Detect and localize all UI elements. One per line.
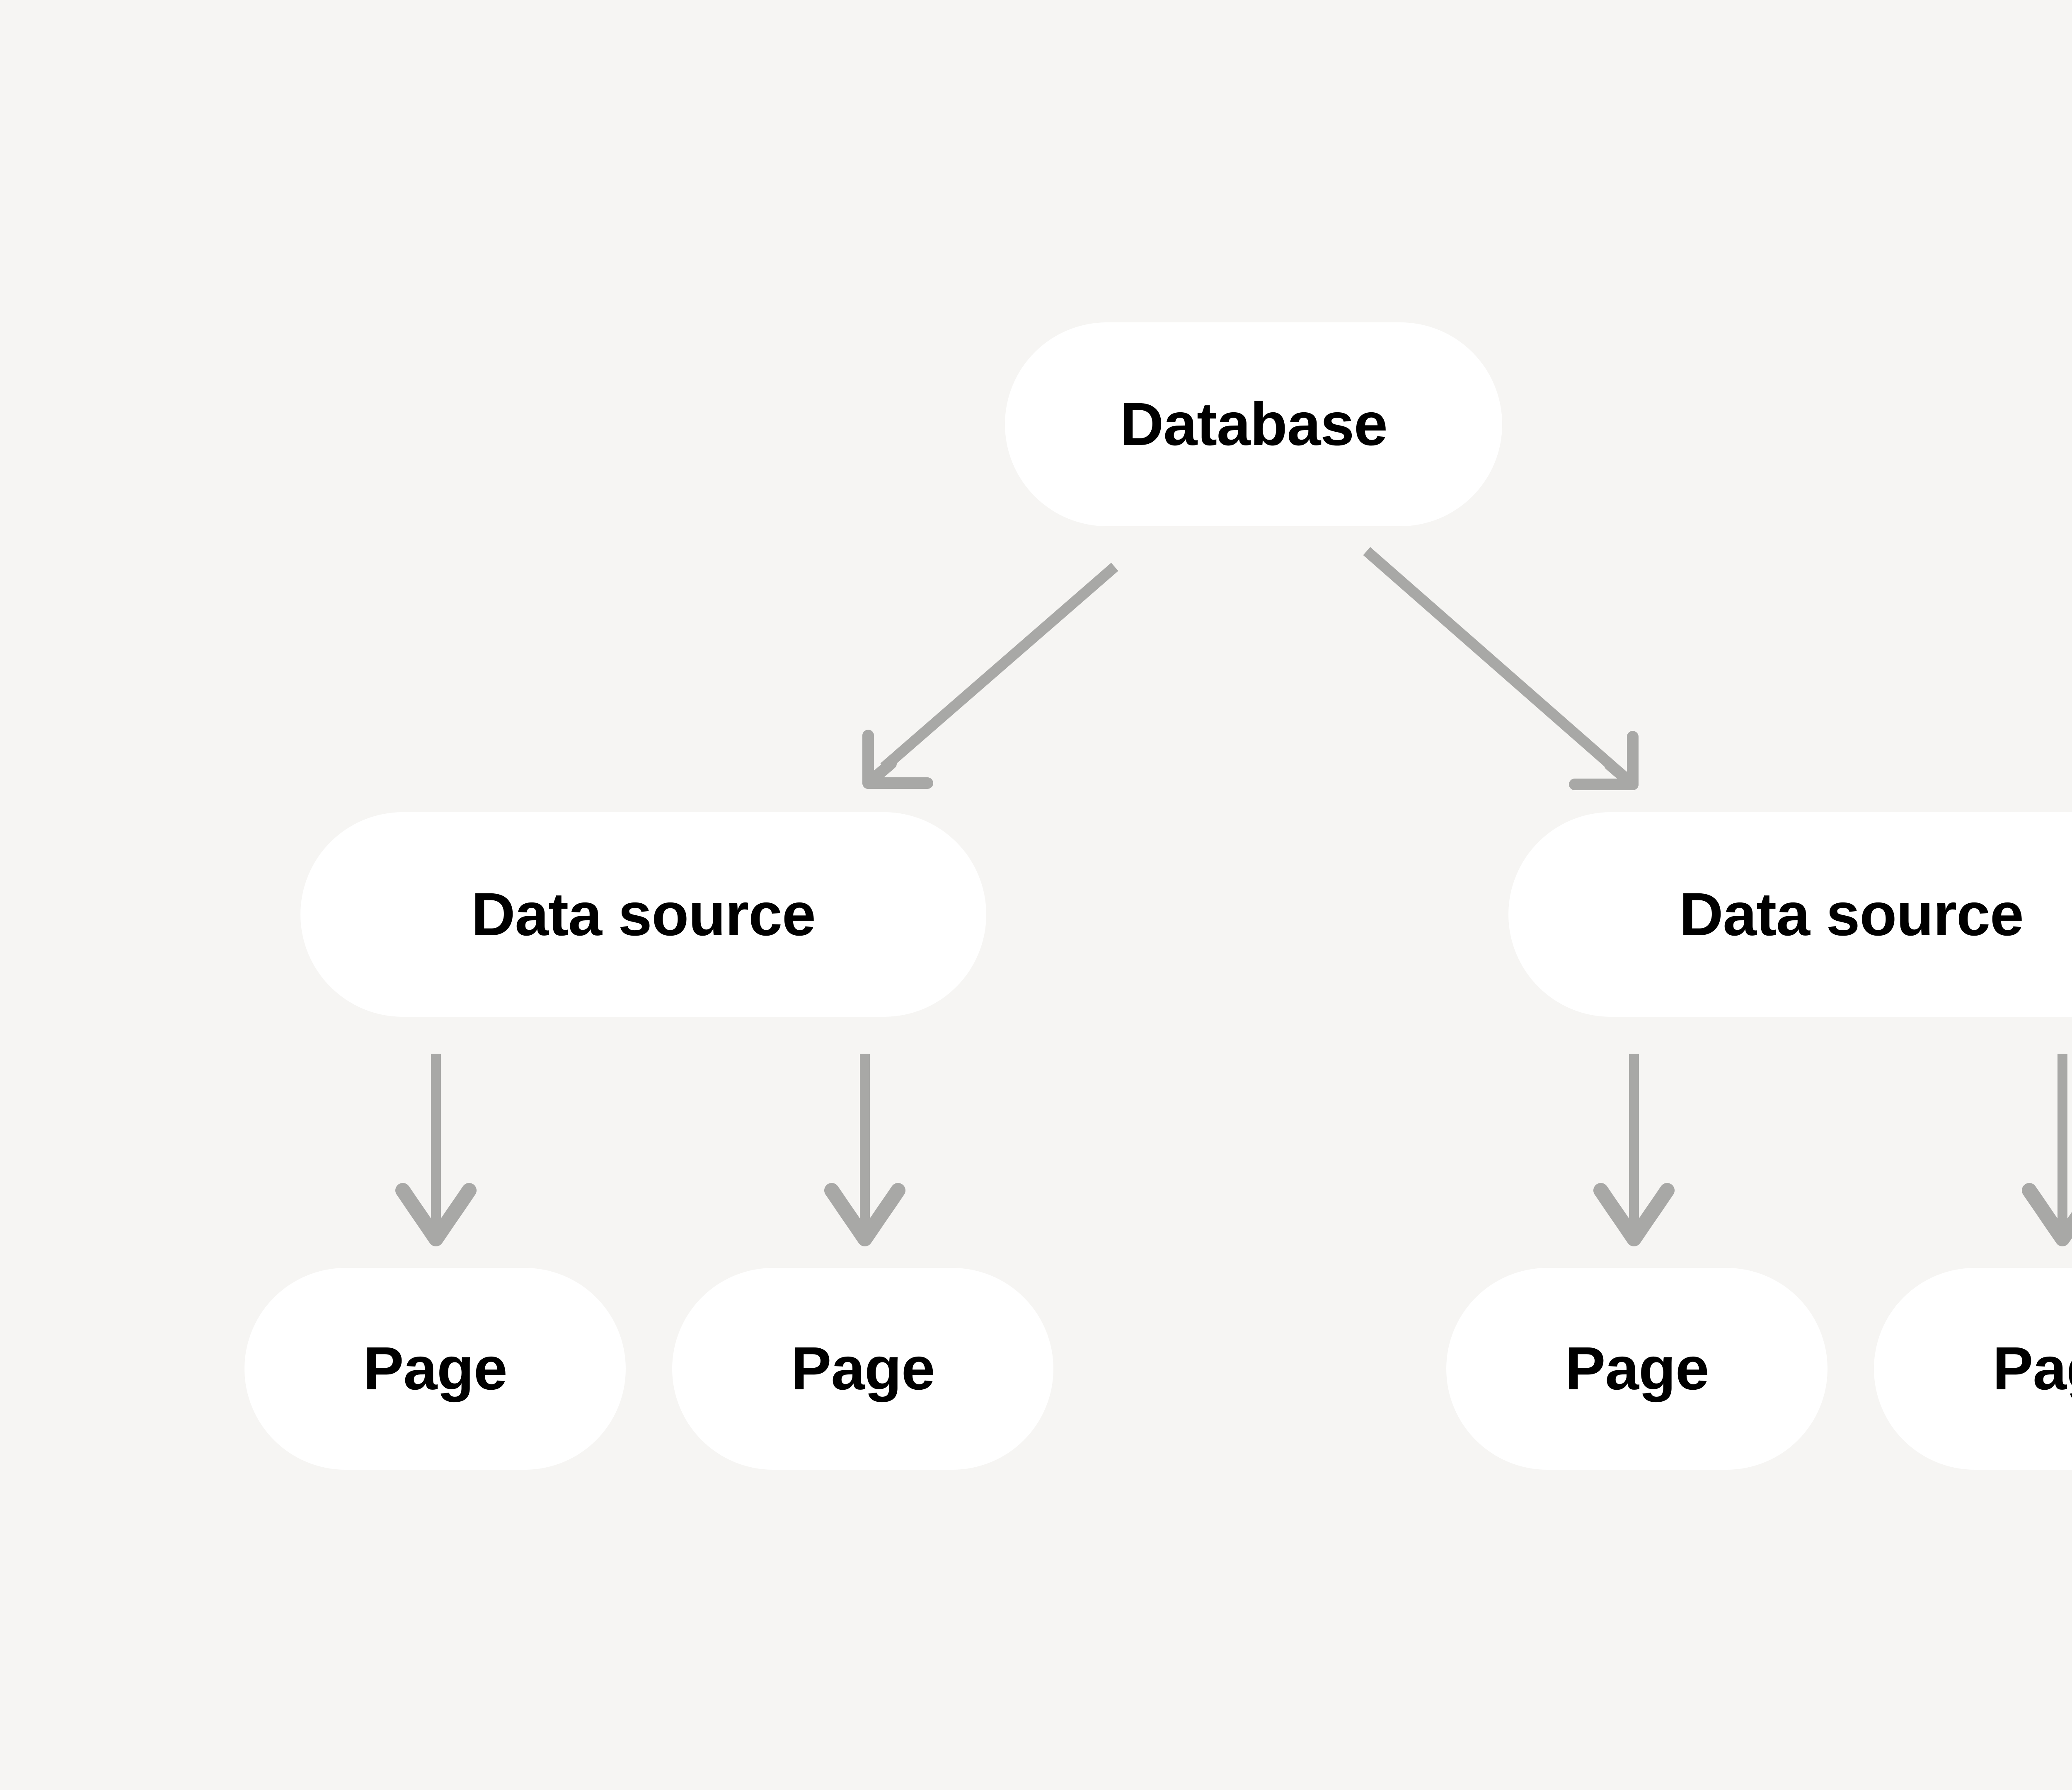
edge-datasource-1-to-page-1 <box>395 1054 477 1246</box>
node-database-label: Database <box>1120 390 1388 458</box>
node-page-2[interactable]: Page <box>672 1268 1053 1470</box>
node-data-source-1[interactable]: Data source <box>300 812 986 1017</box>
node-page-4[interactable]: Page <box>1874 1268 2072 1470</box>
edge-datasource-2-to-page-3 <box>1593 1054 1675 1246</box>
node-page-2-label: Page <box>791 1335 935 1403</box>
node-data-source-2[interactable]: Data source <box>1508 812 2072 1017</box>
node-data-source-2-label: Data source <box>1679 880 2024 948</box>
node-page-1-label: Page <box>363 1335 507 1403</box>
edge-database-to-datasource-2 <box>1363 547 1639 790</box>
edge-datasource-2-to-page-4 <box>2022 1054 2072 1246</box>
node-page-4-label: Page <box>1992 1335 2072 1403</box>
edge-datasource-1-to-page-2 <box>824 1054 905 1246</box>
edge-database-to-datasource-1 <box>862 563 1118 789</box>
node-data-source-1-label: Data source <box>471 880 816 948</box>
node-database[interactable]: Database <box>1005 322 1502 526</box>
node-page-3[interactable]: Page <box>1446 1268 1828 1470</box>
node-page-1[interactable]: Page <box>244 1268 626 1470</box>
node-page-3-label: Page <box>1565 1335 1709 1403</box>
